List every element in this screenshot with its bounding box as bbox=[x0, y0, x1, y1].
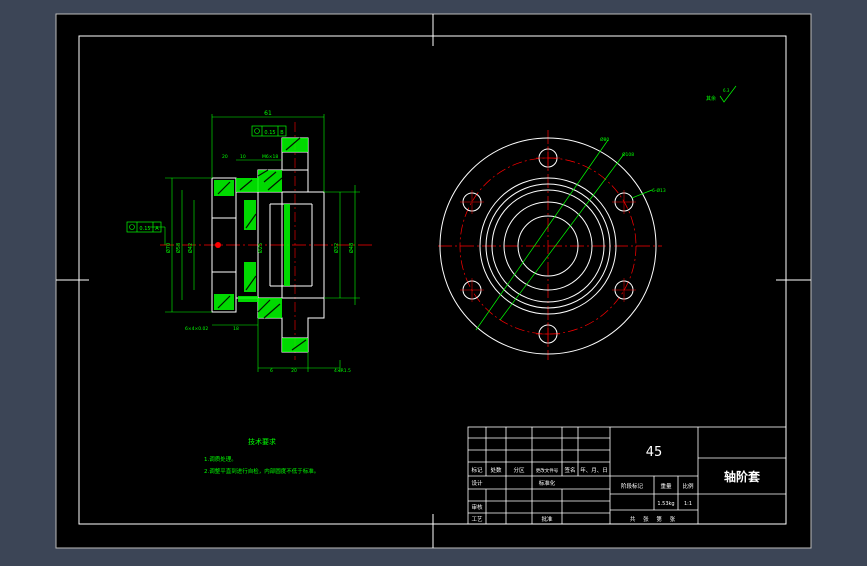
svg-text:Ø32: Ø32 bbox=[333, 243, 340, 253]
svg-text:年、月、日: 年、月、日 bbox=[580, 466, 608, 474]
svg-text:分区: 分区 bbox=[513, 466, 525, 474]
svg-text:其余: 其余 bbox=[706, 95, 716, 102]
label-circle-diameter: Ø108 bbox=[622, 151, 634, 158]
svg-text:设计: 设计 bbox=[471, 479, 483, 487]
frame-center-marks bbox=[56, 14, 811, 548]
dim-bottom-left: 6×4×0.02 bbox=[185, 326, 208, 332]
svg-text:M6×18: M6×18 bbox=[262, 154, 278, 160]
svg-text:比例: 比例 bbox=[682, 482, 694, 490]
dim-bottom-small: 6 bbox=[270, 368, 273, 374]
svg-text:标记: 标记 bbox=[471, 466, 483, 474]
svg-text:10: 10 bbox=[240, 154, 246, 160]
svg-text:1.53kg: 1.53kg bbox=[657, 501, 674, 507]
dim-bottom-mid: 18 bbox=[233, 326, 239, 332]
title-block: 标记 处数 分区 更改文件号 签名 年、月、日 设计 标准化 审核 工艺 批准 … bbox=[467, 426, 787, 525]
notes-title: 技术要求 bbox=[248, 437, 276, 446]
svg-text:工艺: 工艺 bbox=[471, 516, 483, 523]
svg-text:批准: 批准 bbox=[541, 515, 553, 523]
roughness-symbol: 其余 6.3 bbox=[706, 85, 737, 103]
svg-text:阶段标记: 阶段标记 bbox=[621, 482, 644, 490]
notes-line-2: 2.调整平直到进行自检，内部圆度不低于标准。 bbox=[204, 467, 319, 475]
technical-notes: 技术要求 1.调质处理。 2.调整平直到进行自检，内部圆度不低于标准。 bbox=[204, 437, 319, 475]
svg-text:Ø48: Ø48 bbox=[348, 243, 355, 253]
notes-line-1: 1.调质处理。 bbox=[204, 455, 237, 463]
title-part-name: 轴阶套 bbox=[724, 469, 761, 484]
tolerance-frame-top: 0.15 B bbox=[251, 125, 287, 137]
tolerance-frame-left: 0.15 A bbox=[126, 221, 162, 233]
svg-text:处数: 处数 bbox=[490, 466, 502, 474]
section-view: Ø70 Ø58 Ø42 Ø32 Ø48 Ø25 61 0.15 B 20 10 … bbox=[126, 110, 375, 374]
dim-bottom-right-small: 20 bbox=[291, 368, 297, 374]
svg-text:B: B bbox=[280, 130, 284, 136]
svg-text:更改文件号: 更改文件号 bbox=[536, 467, 559, 474]
svg-text:A: A bbox=[155, 226, 159, 232]
svg-text:重量: 重量 bbox=[660, 482, 672, 490]
label-hole-count: 6-Ø13 bbox=[652, 187, 666, 194]
svg-text:Ø42: Ø42 bbox=[187, 243, 194, 253]
svg-text:Ø70: Ø70 bbox=[165, 243, 172, 253]
svg-text:0.15: 0.15 bbox=[264, 130, 275, 136]
svg-text:20: 20 bbox=[222, 154, 228, 160]
label-bolt-circle: Ø80 bbox=[600, 136, 609, 143]
svg-text:0.15: 0.15 bbox=[139, 226, 150, 232]
dim-bottom-right: 4×R1.5 bbox=[334, 368, 351, 374]
svg-text:Ø25: Ø25 bbox=[257, 243, 264, 253]
svg-text:标准化: 标准化 bbox=[539, 479, 556, 487]
svg-text:1:1: 1:1 bbox=[684, 501, 692, 507]
title-material: 45 bbox=[646, 445, 663, 460]
svg-text:共 张 第 张: 共 张 第 张 bbox=[630, 515, 678, 523]
svg-text:审核: 审核 bbox=[471, 503, 483, 511]
svg-text:6.3: 6.3 bbox=[723, 88, 730, 93]
dim-top-width: 61 bbox=[264, 110, 272, 117]
svg-text:Ø58: Ø58 bbox=[175, 243, 182, 253]
front-view: Ø80 Ø108 6-Ø13 bbox=[438, 130, 666, 360]
svg-text:签名: 签名 bbox=[564, 466, 575, 474]
